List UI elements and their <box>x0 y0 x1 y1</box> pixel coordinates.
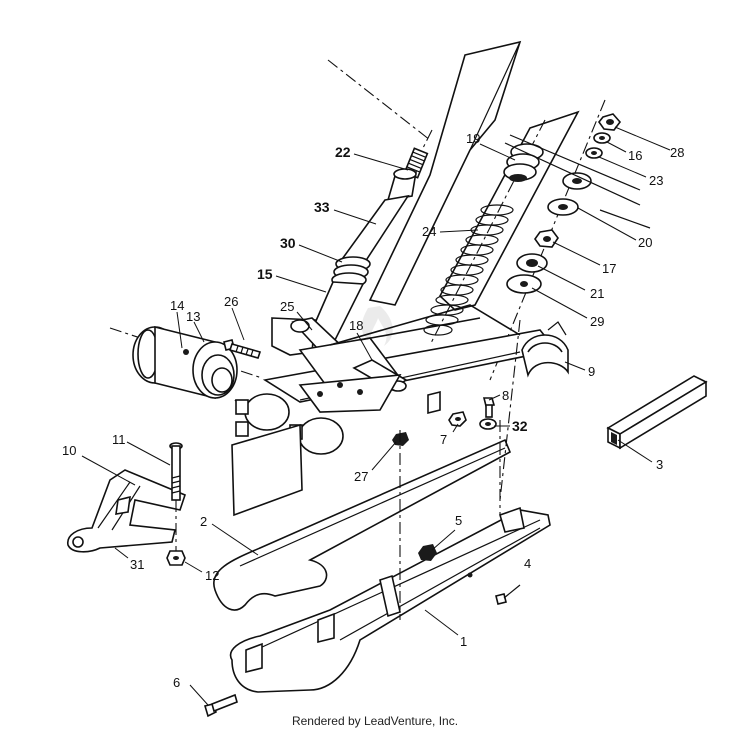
rail-2 <box>212 319 521 611</box>
part-label-16: 16 <box>628 148 642 163</box>
bushing-19 <box>503 143 544 182</box>
rail-1 <box>229 506 551 693</box>
part-label-3: 3 <box>656 457 663 472</box>
bolt-26 <box>223 339 262 359</box>
part-label-33: 33 <box>314 199 330 215</box>
part-label-17: 17 <box>602 261 616 276</box>
part-labels: 22 33 30 15 25 26 18 14 13 24 19 28 16 2… <box>62 131 684 690</box>
part-label-7: 7 <box>440 432 447 447</box>
part-label-15: 15 <box>257 266 273 282</box>
bar-3 <box>606 375 708 450</box>
part-label-18: 18 <box>349 318 363 333</box>
part-label-14: 14 <box>170 298 184 313</box>
shock-plate <box>368 40 580 311</box>
part-label-13: 13 <box>186 309 200 324</box>
part-label-11: 11 <box>112 432 126 447</box>
a-frame-18 <box>262 304 558 415</box>
part-label-27: 27 <box>354 469 368 484</box>
part-label-9: 9 <box>588 364 595 379</box>
part-label-6: 6 <box>173 675 180 690</box>
part-label-25: 25 <box>280 299 294 314</box>
bearing-13-14 <box>109 325 344 465</box>
part-label-22: 22 <box>335 144 351 160</box>
part-label-10: 10 <box>62 443 76 458</box>
part-label-2: 2 <box>200 514 207 529</box>
part-label-24: 24 <box>422 224 436 239</box>
saddle-clamp-9 <box>521 321 569 378</box>
part-label-5: 5 <box>455 513 462 528</box>
watermark-logo <box>361 306 393 346</box>
part-label-4: 4 <box>524 556 531 571</box>
bracket-10 <box>67 469 186 553</box>
bolt-11 <box>166 442 186 566</box>
part-label-1: 1 <box>460 634 467 649</box>
part-label-31: 31 <box>130 557 144 572</box>
part-label-30: 30 <box>280 235 296 251</box>
part-label-28: 28 <box>670 145 684 160</box>
part-label-20: 20 <box>638 235 652 250</box>
part-label-21: 21 <box>590 286 604 301</box>
part-label-12: 12 <box>205 568 219 583</box>
part-label-26: 26 <box>224 294 238 309</box>
part-label-8: 8 <box>502 388 509 403</box>
footer-credit: Rendered by LeadVenture, Inc. <box>291 714 459 728</box>
part-label-19: 19 <box>466 131 480 146</box>
part-label-23: 23 <box>649 173 663 188</box>
leader-lines <box>81 126 671 706</box>
hardware-stack <box>489 99 651 381</box>
small-hardware <box>203 397 521 718</box>
back-plate <box>231 423 303 517</box>
part-label-29: 29 <box>590 314 604 329</box>
part-label-32: 32 <box>512 418 528 434</box>
